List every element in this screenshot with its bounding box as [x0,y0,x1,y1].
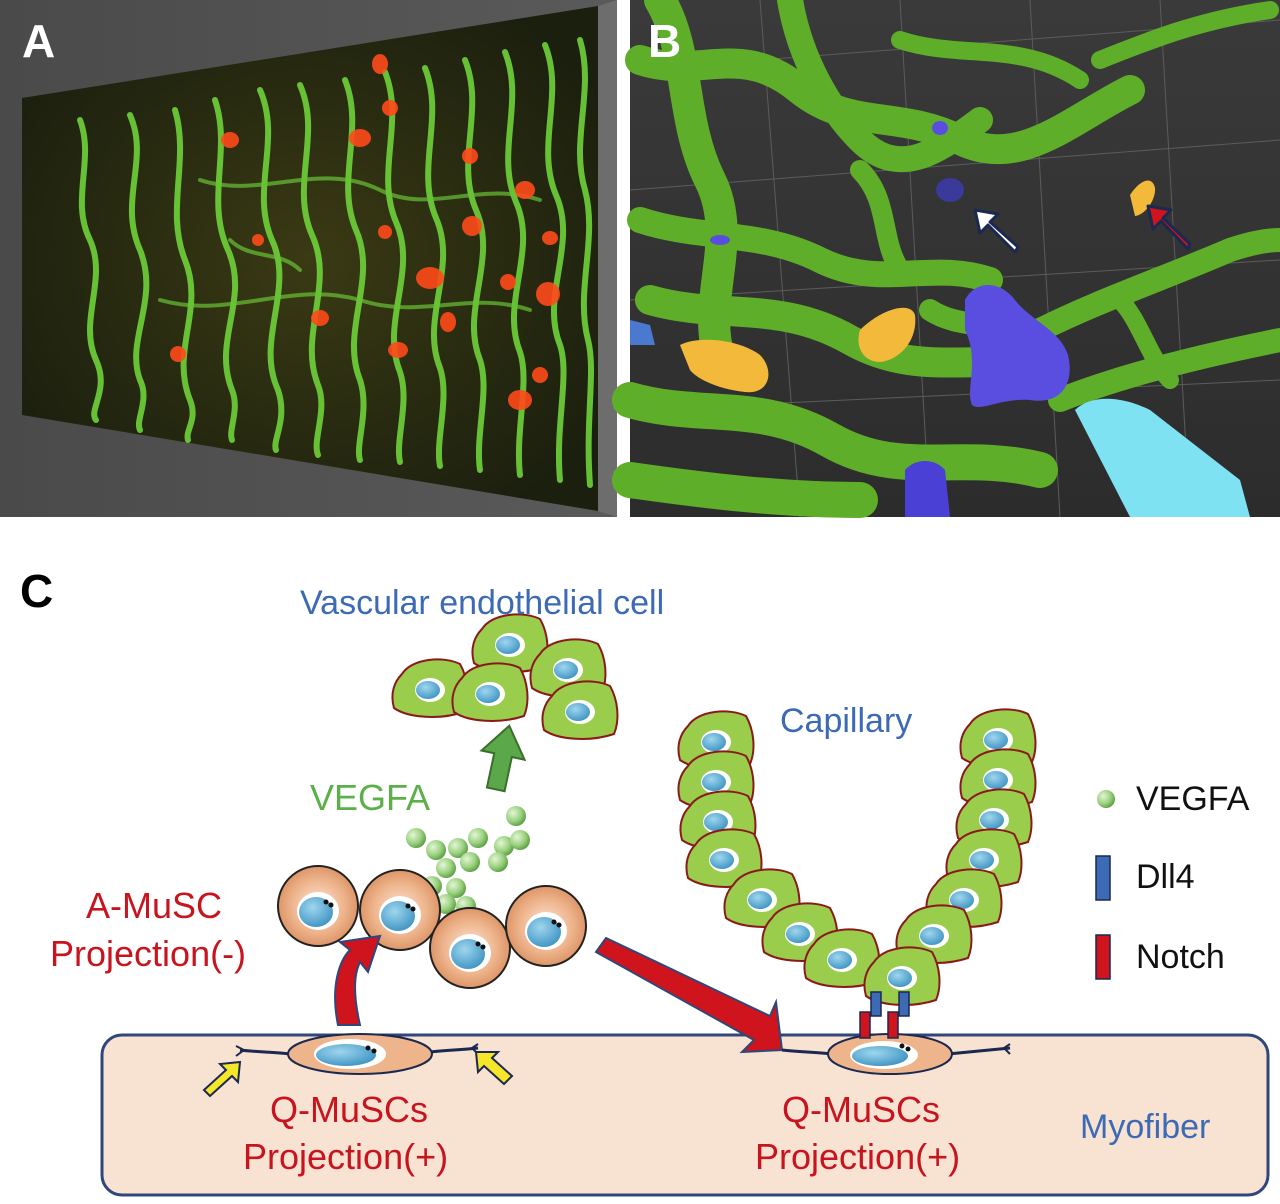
notch-dll4-bars [859,991,910,1039]
panel-label-b: B [648,15,682,67]
green-arrow-icon [479,724,527,793]
legend-dll4-icon [1095,855,1111,901]
legend-vegfa-icon [1097,790,1115,808]
legend-symbols [1095,790,1115,980]
q-muscs-left-projection-label: Projection(+) [243,1136,449,1177]
panel-label-a: A [22,15,56,67]
q-muscs-left-label: Q-MuSCs [270,1089,429,1130]
yellow-arrow-icon [202,1060,242,1098]
q-musc-left-cell [235,1033,479,1075]
panel-label-c: C [20,565,54,617]
legend-dll4-label: Dll4 [1136,858,1195,896]
endothelial-cell-cluster [391,613,619,740]
q-muscs-right-label: Q-MuSCs [782,1089,941,1130]
vascular-endothelial-cell-label: Vascular endothelial cell [300,584,665,622]
red-curved-arrow-icon [334,934,382,1026]
myofiber-label: Myofiber [1080,1108,1211,1146]
red-long-arrow-icon [594,936,784,1054]
capillary-label: Capillary [780,702,913,740]
white-arrow-icon [973,208,1020,254]
legend-vegfa-label: VEGFA [1136,780,1250,818]
yellow-arrow-icon [474,1051,514,1086]
q-musc-right-cell [781,1033,1011,1075]
legend-notch-label: Notch [1136,938,1225,976]
vegfa-label: VEGFA [310,777,431,818]
capillary-cells [677,708,1037,1006]
a-musc-projection-label: Projection(-) [50,933,247,974]
a-musc-label: A-MuSC [86,885,223,926]
q-muscs-right-projection-label: Projection(+) [755,1136,961,1177]
myofiber-box [100,1033,1270,1197]
red-arrow-icon [1146,204,1192,251]
legend-notch-icon [1095,934,1111,980]
